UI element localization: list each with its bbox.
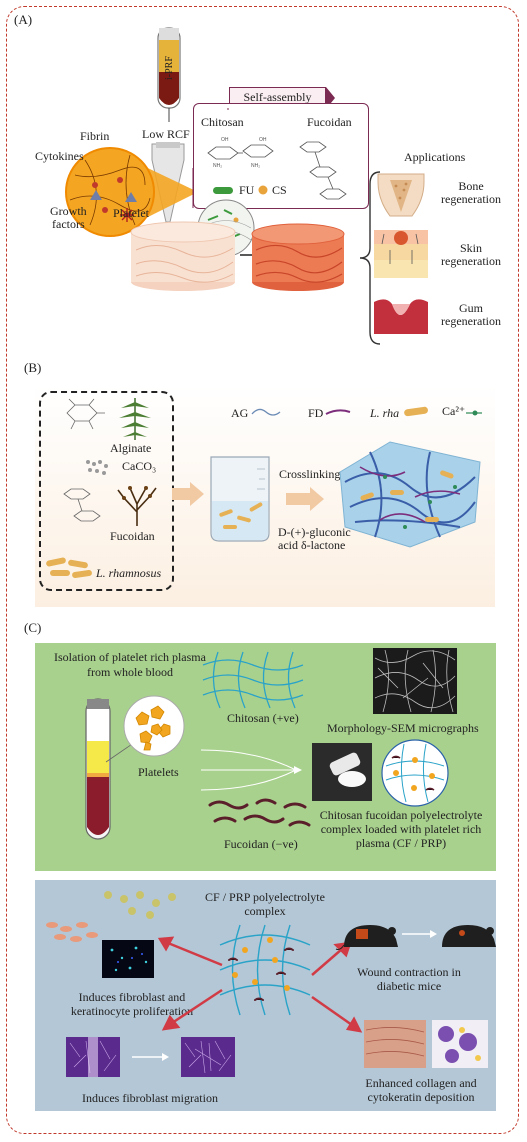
applications-brace bbox=[359, 171, 381, 345]
fucoidan-c-label: Fucoidan (−ve) bbox=[224, 837, 298, 851]
collagen-histology bbox=[364, 1020, 426, 1068]
alginate-structure bbox=[66, 398, 105, 430]
platelets-label: Platelets bbox=[138, 765, 179, 779]
outer-dashed-frame bbox=[6, 6, 519, 1134]
fibrin-label: Fibrin bbox=[80, 129, 110, 143]
cytokines-label: Cytokines bbox=[35, 149, 84, 163]
chitosan-structure: NH₂ NH₂ OH OH bbox=[207, 137, 274, 169]
cf-prp-network bbox=[219, 924, 311, 1016]
scaffold-connectors bbox=[192, 108, 229, 208]
migration-micrograph-before bbox=[66, 1037, 120, 1077]
chitosan-title: Chitosan bbox=[201, 115, 244, 129]
l-rhamnosus-label: L. rhamnosus bbox=[96, 566, 162, 580]
migration-label: Induces fibroblast migration bbox=[82, 1091, 218, 1105]
svg-text:NH₂: NH₂ bbox=[251, 163, 260, 169]
platelets-cluster bbox=[105, 695, 185, 763]
bone-label: Bone regeneration bbox=[441, 179, 501, 206]
sem-micrograph bbox=[373, 648, 457, 714]
chitosan-c-label: Chitosan (+ve) bbox=[227, 711, 299, 725]
prf-tube bbox=[157, 27, 181, 109]
bone-icon bbox=[377, 173, 425, 217]
scaffold-dark bbox=[251, 223, 345, 291]
l-rhamnosus-icon bbox=[46, 557, 92, 578]
panel-a-label: (A) bbox=[14, 12, 33, 27]
skin-label: Skin regeneration bbox=[441, 241, 501, 268]
crosslinked-gel-network bbox=[339, 441, 481, 548]
chitosan-network bbox=[202, 651, 304, 709]
alginate-label: Alginate bbox=[110, 441, 152, 455]
legend-ag-label: AG bbox=[231, 406, 249, 420]
arrow-to-gel bbox=[286, 487, 324, 511]
caco3-particles-icon bbox=[86, 460, 108, 475]
fibroblast-prolif-label: Induces fibroblast and keratinocyte prol… bbox=[70, 990, 194, 1018]
migration-arrow bbox=[132, 1053, 169, 1061]
low-rcf-label: Low RCF bbox=[142, 127, 190, 141]
fucoidan-b-structure bbox=[63, 488, 101, 522]
svg-text:OH: OH bbox=[259, 137, 267, 143]
vial-photo bbox=[312, 743, 372, 801]
svg-text:OH: OH bbox=[221, 137, 229, 143]
seaweed-alginate-icon bbox=[119, 398, 151, 440]
arrow-to-beaker bbox=[172, 482, 204, 506]
fucoidan-structure bbox=[299, 141, 347, 200]
morphology-label: Morphology-SEM micrographs bbox=[327, 721, 479, 735]
blood-tube bbox=[85, 698, 111, 840]
fu-legend-swatch bbox=[213, 187, 233, 194]
mouse-arrow bbox=[402, 930, 437, 938]
platelet-label: Platelet bbox=[113, 206, 149, 220]
complex-zoom bbox=[381, 739, 449, 807]
legend-fd-label: FD bbox=[308, 406, 324, 420]
mouse-healed-icon bbox=[442, 925, 496, 947]
legend-ca-label: Ca²⁺ bbox=[442, 404, 466, 418]
legend-lrha-swatch bbox=[404, 406, 428, 417]
platelet-magnified bbox=[65, 147, 198, 237]
fluorescence-micrograph bbox=[102, 940, 154, 978]
legend-ca-swatch bbox=[466, 410, 482, 416]
collagen-label: Enhanced collagen and cytokeratin deposi… bbox=[365, 1076, 477, 1104]
crosslinking-label: Crosslinking bbox=[279, 467, 341, 481]
migration-micrograph-after bbox=[181, 1037, 235, 1077]
legend-ag-swatch bbox=[251, 408, 281, 416]
beaker-icon bbox=[210, 456, 270, 542]
isolation-text: Isolation of platelet rich plasma from w… bbox=[54, 650, 206, 679]
wound-label: Wound contraction in diabetic mice bbox=[357, 965, 461, 993]
skin-icon bbox=[374, 230, 428, 278]
fu-legend-label: FU bbox=[239, 183, 255, 197]
fucoidan-title: Fucoidan bbox=[307, 115, 352, 129]
legend-lrha-label: L. rha bbox=[370, 406, 400, 420]
gum-icon bbox=[374, 299, 428, 334]
fucoidan-b-label: Fucoidan bbox=[110, 529, 155, 543]
seaweed-fucoidan-icon bbox=[117, 486, 157, 526]
gluconic-label: D-(+)-gluconic acid δ-lactone bbox=[278, 525, 351, 552]
tube-connector bbox=[168, 108, 170, 122]
panel-b-label: (B) bbox=[24, 360, 42, 375]
panel-c-label: (C) bbox=[24, 620, 42, 635]
converging-lines bbox=[200, 749, 302, 791]
growth-factors-label: Growth factors bbox=[50, 204, 87, 231]
cells-illustration bbox=[46, 891, 176, 942]
complex-label: Chitosan fucoidan polyelectrolyte comple… bbox=[319, 808, 483, 850]
applications-title: Applications bbox=[404, 150, 466, 164]
cytokeratin-histology bbox=[432, 1020, 488, 1068]
caco3-label: CaCO₃ bbox=[122, 459, 157, 473]
fucoidan-strands bbox=[208, 798, 311, 827]
cf-prp-label: CF / PRP polyelectrolyte complex bbox=[205, 890, 325, 918]
svg-text:NH₂: NH₂ bbox=[213, 163, 222, 169]
cs-legend-label: CS bbox=[272, 183, 287, 197]
cs-legend-swatch bbox=[258, 185, 268, 195]
gum-label: Gum regeneration bbox=[441, 301, 501, 328]
tube-label: i-PRF bbox=[164, 56, 175, 80]
legend-fd-swatch bbox=[325, 409, 351, 415]
mouse-wounded-icon bbox=[335, 925, 398, 950]
scaffold-light bbox=[130, 221, 236, 291]
